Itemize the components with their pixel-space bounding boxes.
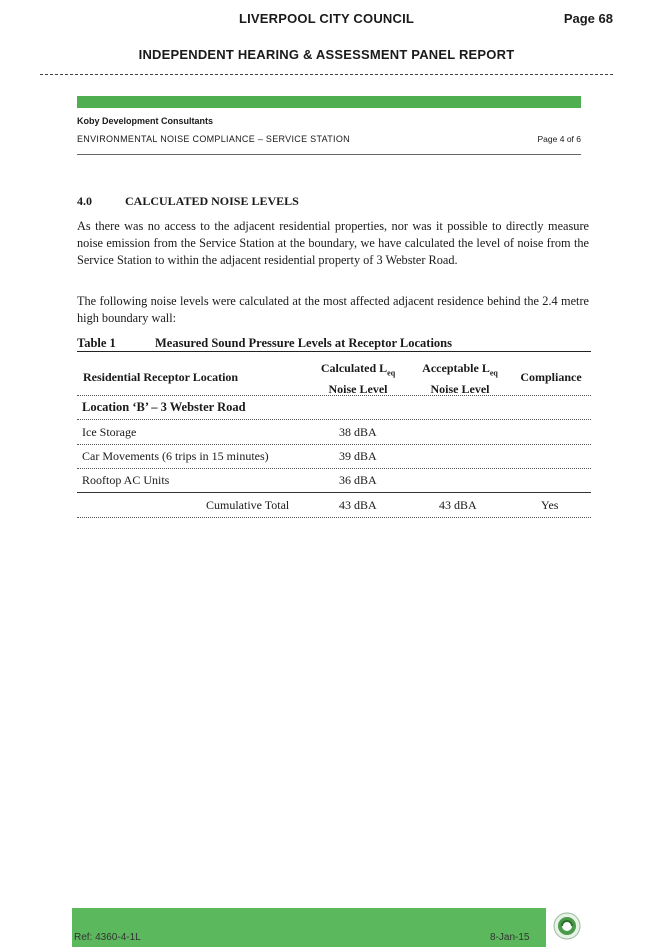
- consultant-name: Koby Development Consultants: [77, 116, 214, 126]
- row-divider: [77, 468, 591, 469]
- cumulative-compliance: Yes: [541, 498, 559, 512]
- inner-header-divider: [77, 154, 581, 155]
- column-header-acceptable: Acceptable Leq Noise Level: [408, 360, 512, 398]
- cumulative-acceptable: 43 dBA: [439, 498, 477, 512]
- table-bottom-border: [77, 517, 591, 518]
- cumulative-calculated: 43 dBA: [339, 498, 377, 512]
- section-number: 4.0: [77, 194, 92, 208]
- table-title: Measured Sound Pressure Levels at Recept…: [155, 336, 452, 350]
- table-caption-underline: [77, 351, 591, 352]
- report-subtitle: ENVIRONMENTAL NOISE COMPLIANCE – SERVICE…: [77, 134, 350, 144]
- calculated-header-line2: Noise Level: [328, 382, 388, 397]
- footer-date: 8-Jan-15: [490, 932, 530, 943]
- table-row-source: Ice Storage: [82, 425, 137, 439]
- acceptable-header-line2: Noise Level: [430, 382, 490, 397]
- inner-page-number: Page 4 of 6: [537, 134, 581, 144]
- paragraph-1: As there was no access to the adjacent r…: [77, 219, 589, 268]
- column-header-location: Residential Receptor Location: [83, 370, 239, 384]
- calculated-header-text: Calculated L: [320, 361, 388, 375]
- footer-bar: [72, 908, 546, 947]
- page-header-title: LIVERPOOL CITY COUNCIL: [238, 11, 415, 26]
- report-title: INDEPENDENT HEARING & ASSESSMENT PANEL R…: [138, 47, 515, 62]
- acceptable-header-text: Acceptable L: [422, 361, 490, 375]
- calculated-header-subscript: eq: [387, 368, 396, 378]
- paragraph-2: The following noise levels were calculat…: [77, 294, 589, 326]
- cumulative-total-label: Cumulative Total: [206, 498, 290, 512]
- table-row-calculated: 39 dBA: [339, 449, 377, 463]
- consultant-banner: [77, 96, 581, 108]
- row-divider: [77, 492, 591, 493]
- table-row-calculated: 36 dBA: [339, 473, 377, 487]
- table-row-calculated: 38 dBA: [339, 425, 377, 439]
- acceptable-header-subscript: eq: [489, 368, 498, 378]
- table-header-divider: [77, 395, 591, 396]
- column-header-calculated: Calculated Leq Noise Level: [303, 360, 413, 398]
- header-divider: [40, 74, 613, 75]
- page-number: Page 68: [563, 11, 613, 26]
- row-divider: [77, 444, 591, 445]
- table-row-source: Rooftop AC Units: [82, 473, 170, 487]
- location-heading: Location ‘B’ – 3 Webster Road: [82, 400, 246, 414]
- section-title: CALCULATED NOISE LEVELS: [125, 194, 299, 208]
- row-divider: [77, 419, 591, 420]
- table-number: Table 1: [77, 336, 116, 350]
- circular-green-logo-icon: [553, 912, 581, 940]
- column-header-compliance: Compliance: [520, 370, 582, 384]
- table-row-source: Car Movements (6 trips in 15 minutes): [82, 449, 269, 463]
- footer-reference: Ref: 4360-4-1L: [74, 932, 141, 943]
